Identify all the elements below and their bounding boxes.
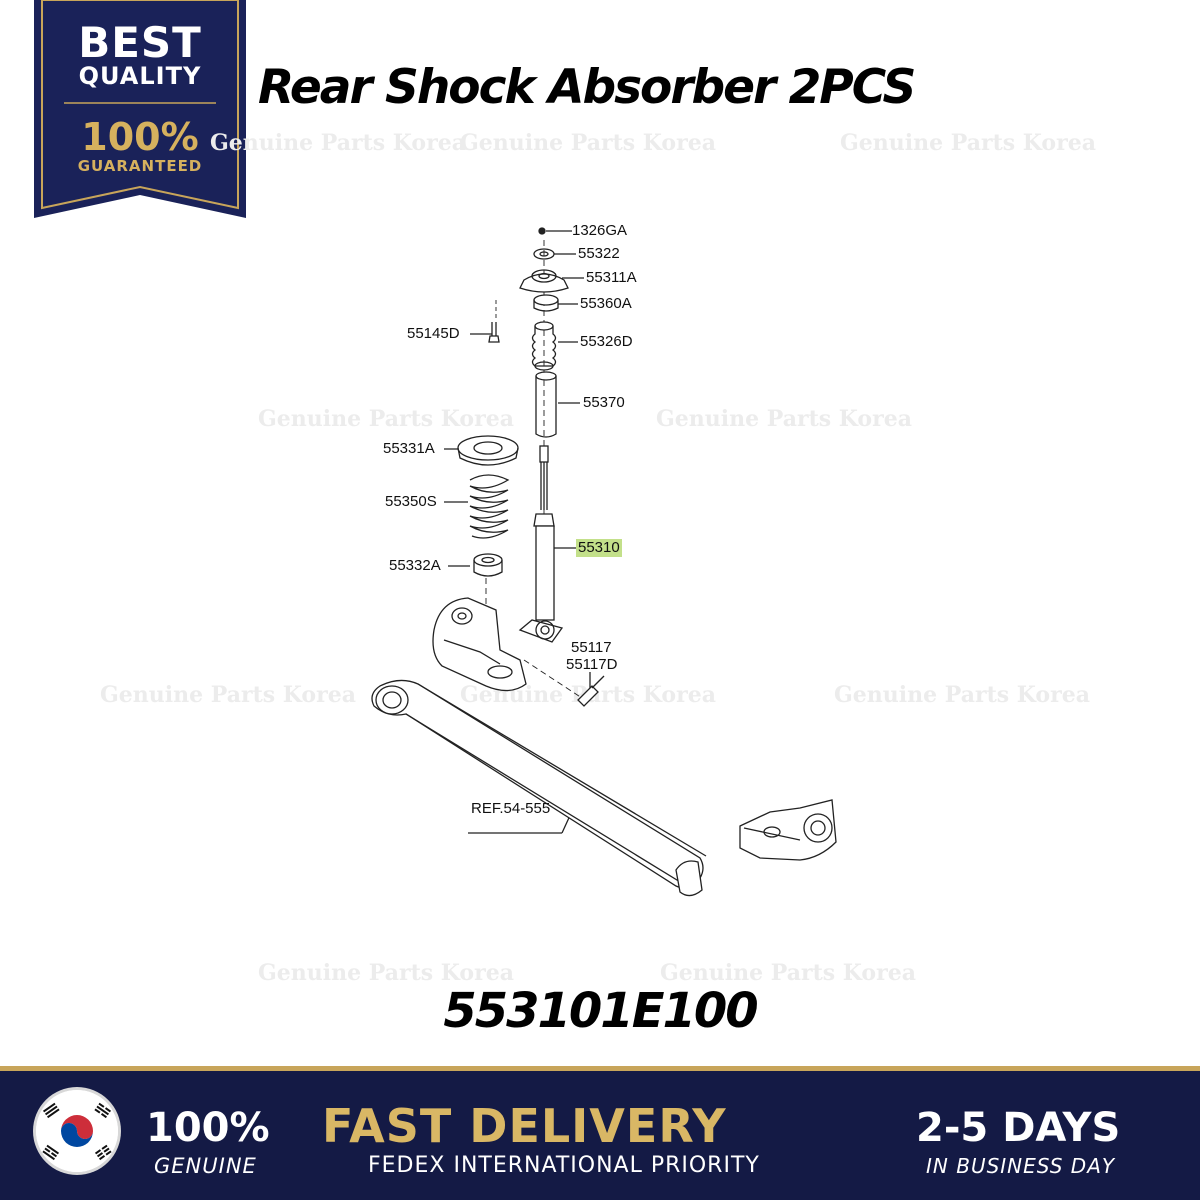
banner-divider (0, 1066, 1200, 1071)
label-55310-highlighted: 55310 (576, 539, 622, 557)
delivery-days: 2-5 DAYS (916, 1105, 1121, 1151)
watermark: Genuine Parts Korea (834, 682, 1090, 708)
product-title: Rear Shock Absorber 2PCS (258, 60, 916, 115)
fedex-priority-label: FEDEX INTERNATIONAL PRIORITY (368, 1153, 760, 1178)
fast-delivery-title: FAST DELIVERY (322, 1099, 727, 1153)
label-1326GA: 1326GA (572, 222, 628, 239)
exploded-parts-diagram (371, 227, 837, 897)
label-55350S: 55350S (385, 493, 437, 510)
label-55360A: 55360A (580, 295, 632, 312)
watermark: Genuine Parts Korea (258, 960, 514, 986)
label-55117D: 55117D (566, 656, 618, 673)
badge-best-text: BEST (78, 18, 202, 67)
badge-guaranteed-text: GUARANTEED (77, 157, 203, 175)
watermark: Genuine Parts Korea (840, 130, 1096, 156)
label-55311A: 55311A (586, 269, 637, 286)
watermark: Genuine Parts Korea (100, 682, 356, 708)
delivery-banner: 100% GENUINE FAST DELIVERY FEDEX INTERNA… (0, 1066, 1200, 1200)
watermark: Genuine Parts Korea (656, 406, 912, 432)
label-55145D: 55145D (407, 325, 460, 342)
badge-quality-text: QUALITY (78, 62, 202, 90)
label-55331A: 55331A (383, 440, 435, 457)
part-number: 553101E100 (443, 983, 758, 1039)
label-55326D: 55326D (580, 333, 633, 350)
label-55322: 55322 (578, 245, 620, 262)
label-ref: REF.54-555 (471, 800, 551, 817)
best-quality-badge: BEST QUALITY 100% GUARANTEED (34, 0, 246, 220)
label-55117: 55117 (571, 639, 612, 656)
badge-percent-text: 100% (81, 115, 199, 159)
genuine-percent: 100% (146, 1105, 270, 1151)
label-55370: 55370 (583, 394, 625, 411)
watermark: Genuine Parts Korea (460, 130, 716, 156)
badge-ribbon-shape (34, 0, 246, 218)
genuine-label: GENUINE (154, 1154, 257, 1178)
korea-flag-icon (36, 1090, 118, 1172)
watermark: Genuine Parts Korea (210, 130, 466, 156)
business-day-label: IN BUSINESS DAY (926, 1154, 1116, 1178)
watermark: Genuine Parts Korea (660, 960, 916, 986)
label-55332A: 55332A (389, 557, 441, 574)
watermark: Genuine Parts Korea (258, 406, 514, 432)
